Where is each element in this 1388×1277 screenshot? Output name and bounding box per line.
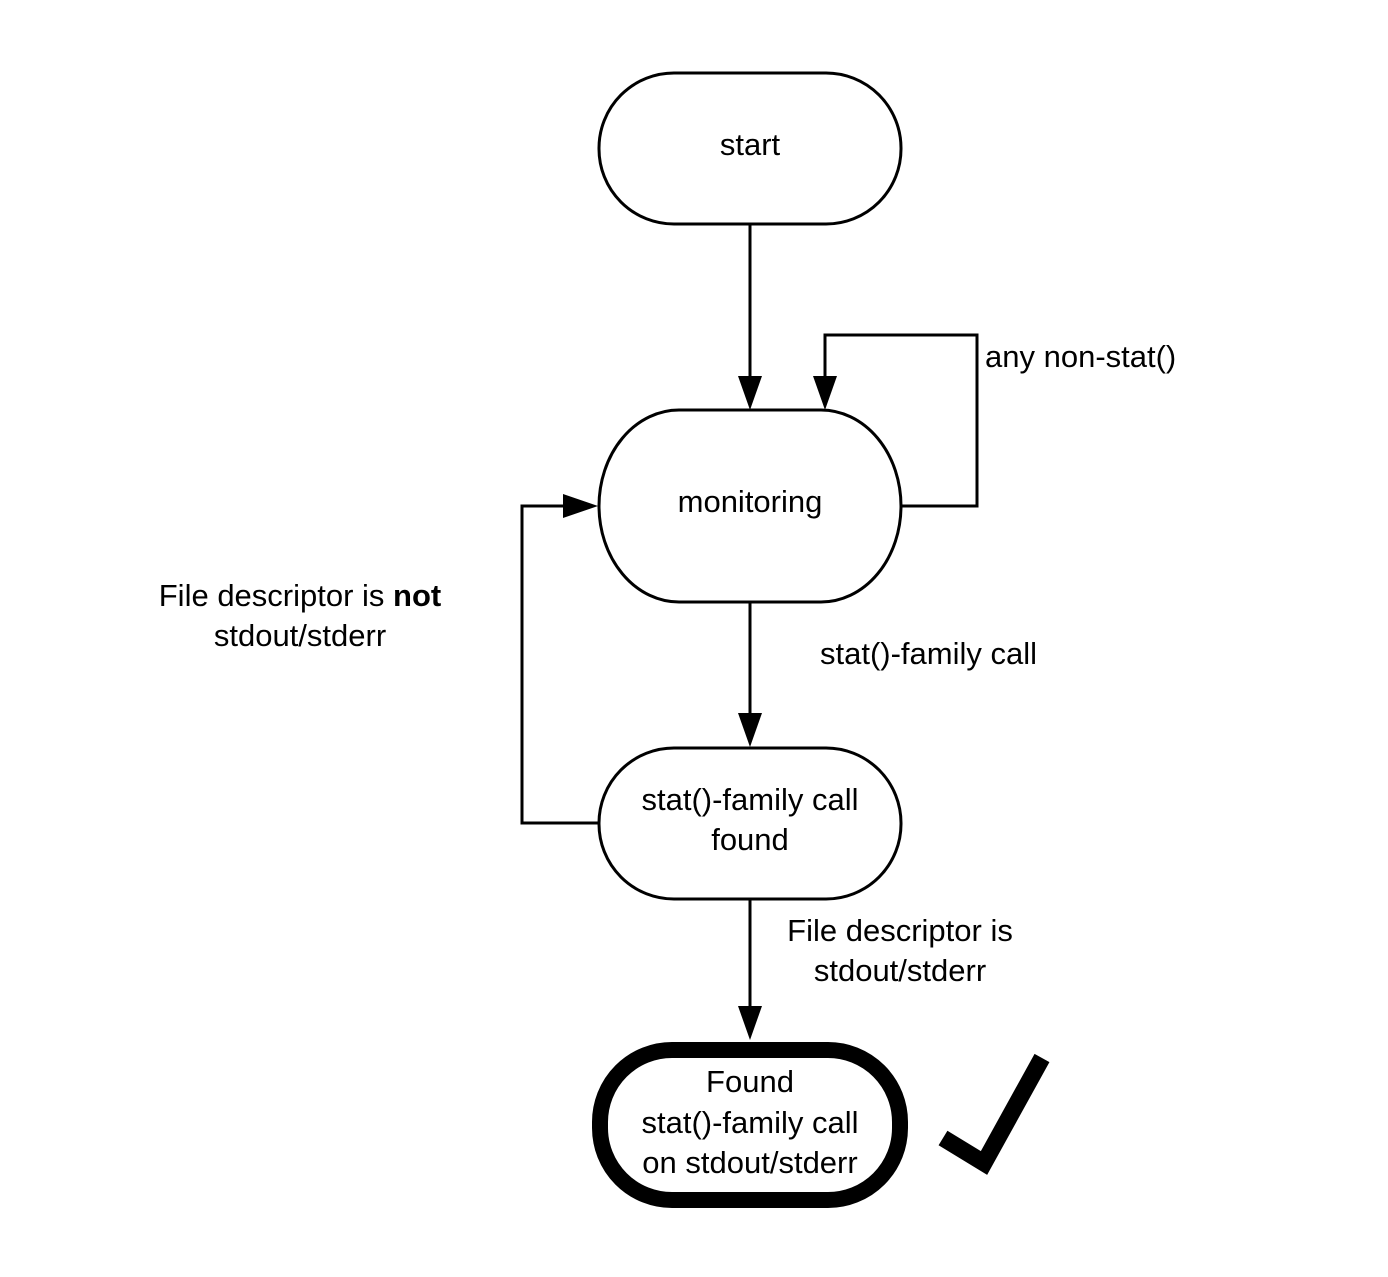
node-monitoring: monitoring <box>597 408 903 604</box>
edge-label-final-line1: File descriptor is <box>787 913 1013 948</box>
edge-found-to-final <box>738 899 762 1040</box>
edge-monitoring-self-loop <box>813 333 979 508</box>
edge-found-to-monitoring <box>520 494 599 825</box>
edge-label-back-to-monitoring: File descriptor is not stdout/stderr <box>159 578 442 653</box>
edge-label-self-loop: any non-stat() <box>985 339 1176 374</box>
node-start: start <box>597 71 903 226</box>
edge-label-back-line1: File descriptor is not <box>159 578 442 613</box>
node-stat-call-found-line1: stat()-family call <box>641 782 858 817</box>
node-final: Found stat()-family call on stdout/stder… <box>592 1042 908 1208</box>
node-final-line3: on stdout/stderr <box>642 1145 857 1180</box>
checkmark-icon <box>938 1053 1050 1175</box>
edge-label-final-line2: stdout/stderr <box>814 953 986 988</box>
node-final-line1: Found <box>706 1064 794 1099</box>
edge-start-to-monitoring <box>738 225 762 410</box>
node-start-label: start <box>720 127 781 162</box>
edges <box>520 225 979 1040</box>
node-stat-call-found: stat()-family call found <box>597 746 903 901</box>
edge-label-back-bold: not <box>393 578 441 613</box>
edge-label-back-line2: stdout/stderr <box>214 618 386 653</box>
node-stat-call-found-line2: found <box>711 822 789 857</box>
node-monitoring-label: monitoring <box>678 484 823 519</box>
edge-label-to-found: stat()-family call <box>820 636 1037 671</box>
edge-monitoring-to-found <box>738 602 762 747</box>
edge-label-back-prefix: File descriptor is <box>159 578 393 613</box>
edge-label-to-final: File descriptor is stdout/stderr <box>787 913 1013 988</box>
node-final-line2: stat()-family call <box>641 1105 858 1140</box>
